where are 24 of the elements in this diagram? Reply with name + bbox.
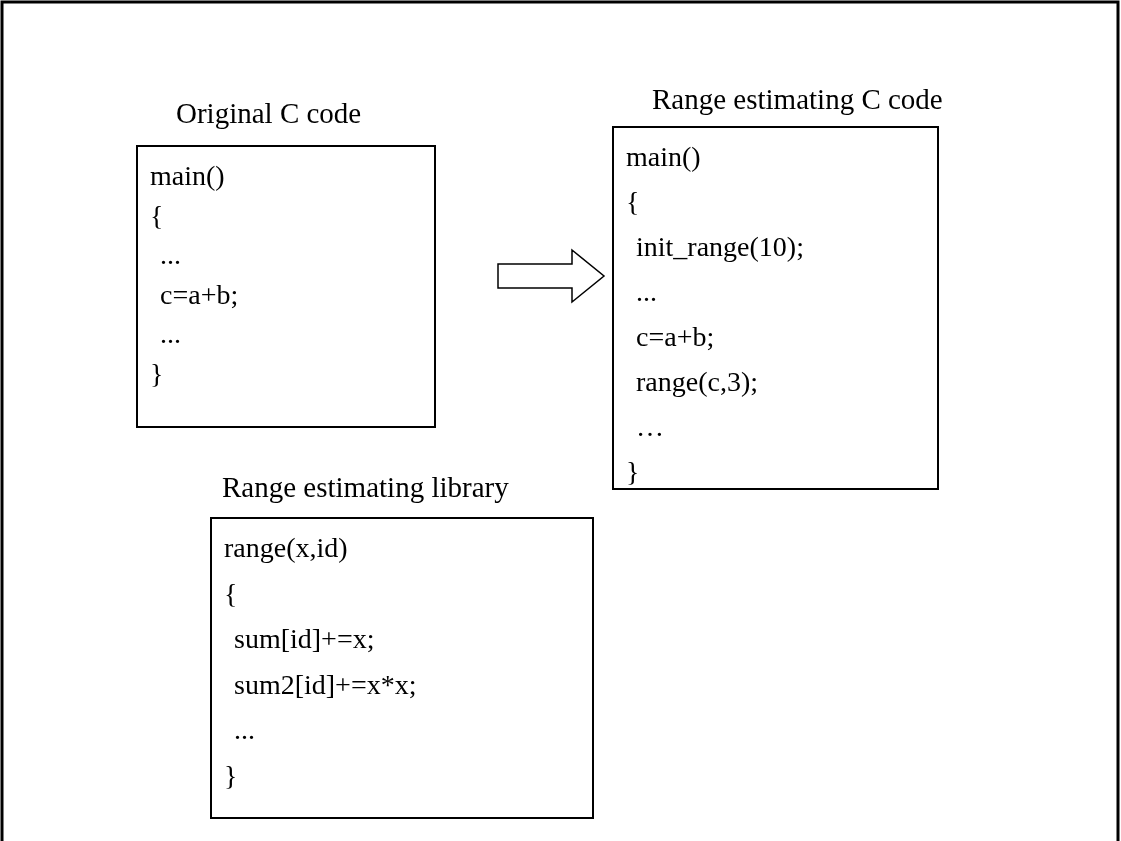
code-line: }	[224, 758, 238, 793]
code-line: sum[id]+=x;	[234, 622, 375, 656]
code-line: {	[150, 198, 164, 233]
code-line: init_range(10);	[636, 230, 804, 264]
block-arrow	[497, 248, 606, 304]
code-line: }	[626, 455, 640, 489]
code-line: main()	[150, 159, 225, 193]
code-line: {	[224, 576, 238, 611]
code-line: …	[636, 410, 664, 444]
code-line: ...	[636, 275, 657, 309]
code-line: c=a+b;	[636, 320, 715, 354]
code-line: ...	[160, 238, 181, 272]
code-line: range(c,3);	[636, 365, 759, 399]
panel-title: Range estimating library	[222, 470, 509, 504]
code-line: sum2[id]+=x*x;	[234, 667, 417, 702]
code-line: ...	[234, 713, 255, 747]
code-line: c=a+b;	[160, 277, 239, 312]
code-line: ...	[160, 317, 181, 351]
panel-title: Range estimating C code	[652, 82, 943, 116]
code-line: {	[626, 185, 640, 219]
code-line: range(x,id)	[224, 531, 348, 565]
code-line: }	[150, 356, 164, 391]
code-line: main()	[626, 140, 701, 174]
panel-title: Original C code	[176, 96, 362, 130]
